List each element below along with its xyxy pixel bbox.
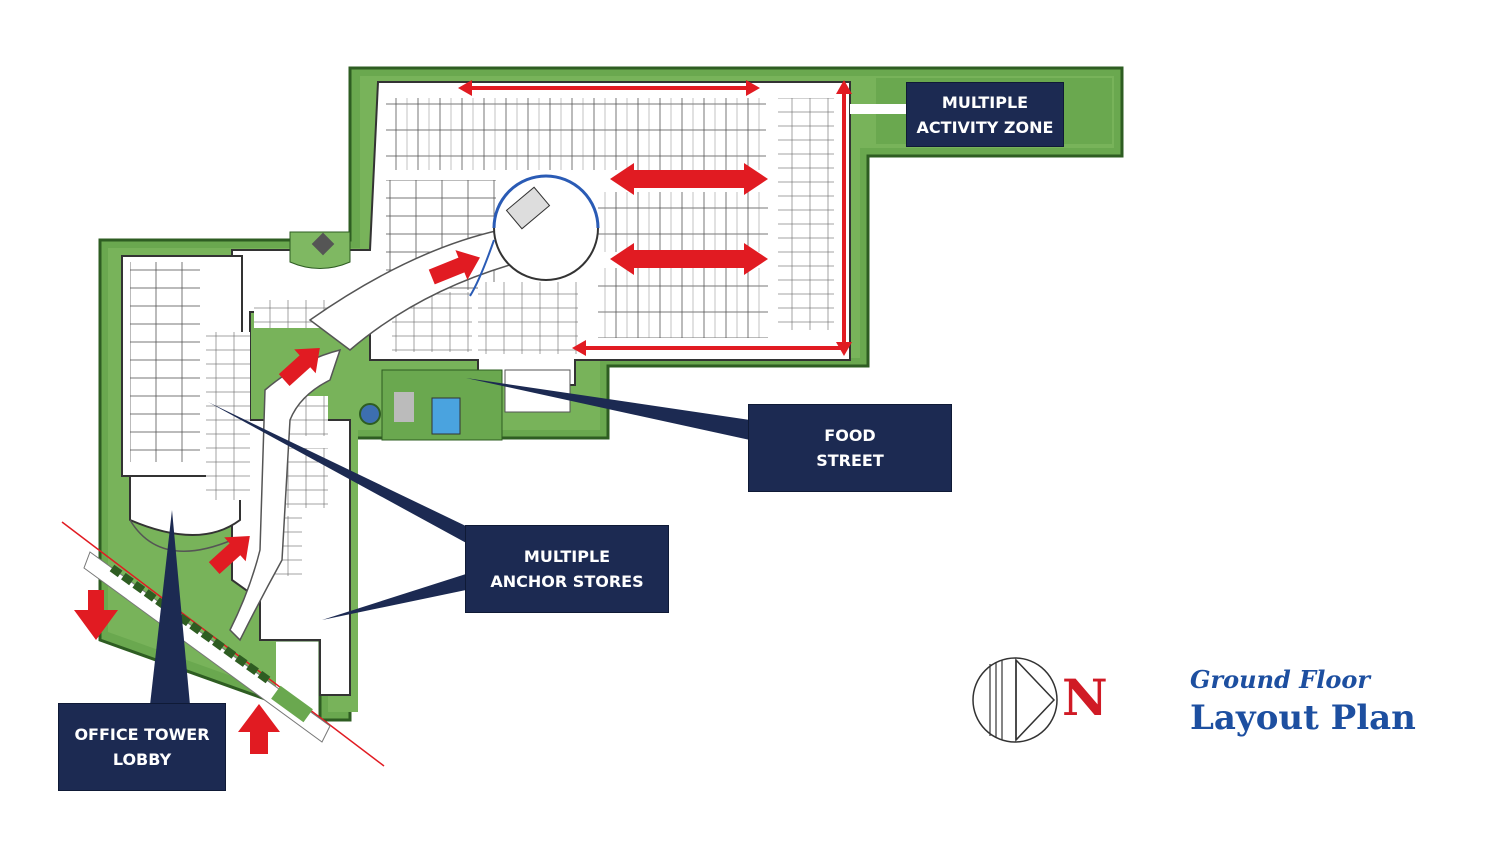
food-street-line1: FOOD [824, 426, 876, 445]
office-lobby-line1: OFFICE TOWER [74, 725, 210, 744]
plan-title: Ground Floor Layout Plan [1190, 664, 1470, 740]
arrow-diagonal-3 [208, 535, 250, 575]
north-compass-icon [972, 657, 1058, 743]
frontage-road [61, 521, 385, 767]
north-letter: N [1062, 668, 1108, 727]
food-street-pointer [466, 378, 750, 440]
title-plan: Layout Plan [1190, 698, 1416, 738]
arrow-south-corridor [572, 340, 844, 356]
food-street-callout: FOOD STREET [748, 404, 952, 492]
arrow-top-corridor [458, 80, 760, 96]
anchor-stores-pointer-2 [322, 574, 466, 620]
food-court-area [359, 369, 571, 441]
central-atrium [469, 174, 600, 297]
activity-zone-line2: ACTIVITY ZONE [916, 117, 1054, 137]
activity-zone-callout: MULTIPLE ACTIVITY ZONE [906, 82, 1064, 147]
circulation-arrows [74, 80, 852, 754]
office-lobby-line2: LOBBY [112, 750, 172, 769]
arrow-entry-up [238, 704, 280, 754]
anchor-stores-callout: MULTIPLE ANCHOR STORES [465, 525, 669, 613]
arrow-double-lower [610, 243, 768, 275]
food-street-line2: STREET [816, 451, 884, 470]
office-lobby-callout: OFFICE TOWER LOBBY [58, 703, 226, 791]
anchor-stores-line2: ANCHOR STORES [490, 572, 644, 591]
arrow-diagonal-2 [278, 347, 320, 387]
anchor-stores-pointer-1 [208, 402, 470, 545]
anchor-stores-line1: MULTIPLE [523, 547, 611, 566]
arrow-double-upper [610, 163, 768, 195]
callout-pointers [150, 378, 750, 705]
arrow-diagonal-1 [428, 250, 480, 285]
plaza-feature [289, 231, 351, 269]
title-floor: Ground Floor [1190, 665, 1370, 694]
arrow-entry-down [74, 590, 118, 640]
office-lobby-pointer [150, 510, 190, 705]
activity-zone-line1: MULTIPLE [941, 92, 1029, 112]
